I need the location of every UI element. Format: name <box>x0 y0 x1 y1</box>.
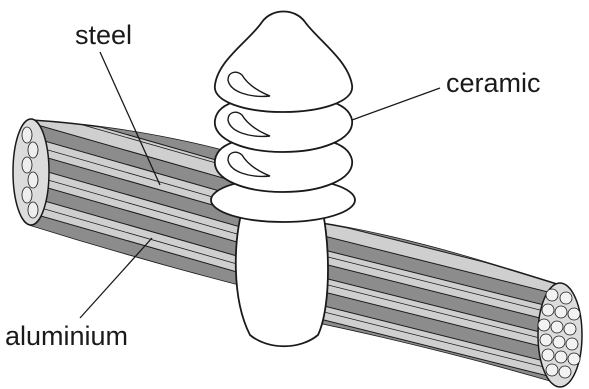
right-cable-section <box>300 202 582 389</box>
label-aluminium: aluminium <box>5 323 128 350</box>
label-steel: steel <box>75 22 132 49</box>
ceramic-leader-line <box>352 88 440 120</box>
insulator-dome <box>215 12 352 113</box>
label-ceramic: ceramic <box>446 70 541 97</box>
